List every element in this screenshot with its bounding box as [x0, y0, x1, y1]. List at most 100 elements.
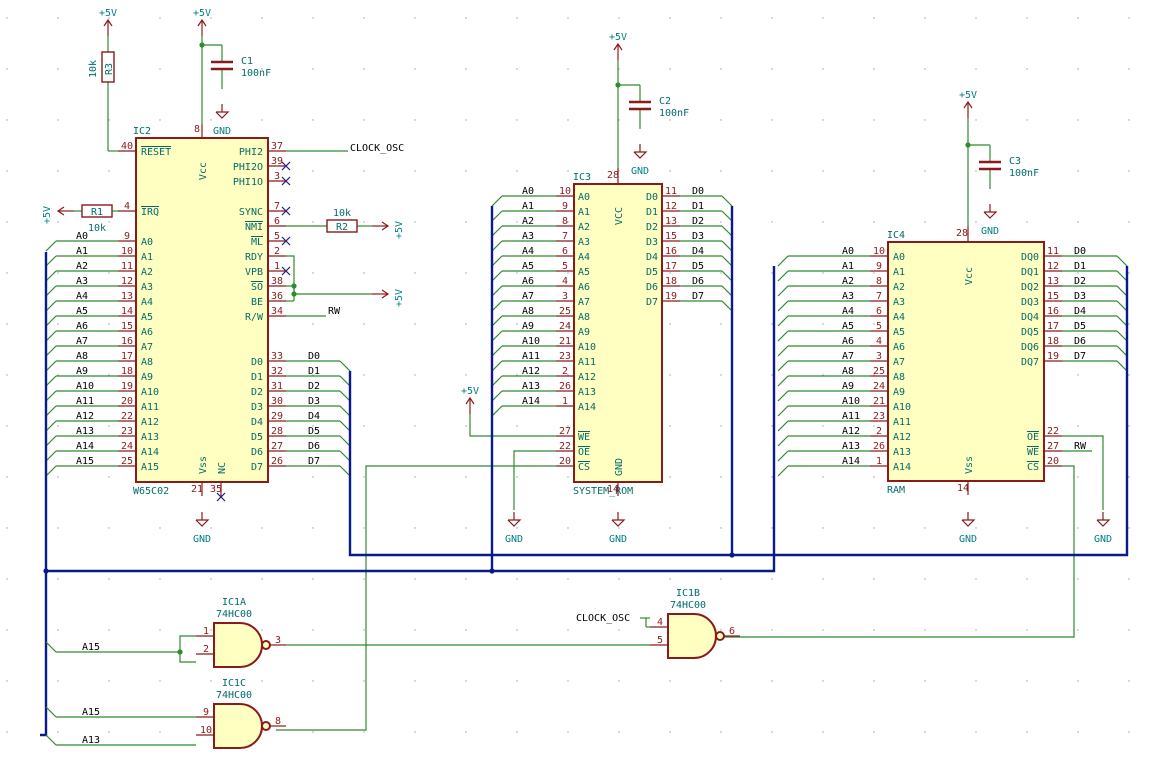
grid-dot	[312, 272, 314, 274]
grid-dot	[516, 119, 518, 121]
grid-dot	[567, 731, 569, 733]
ic2-pin-number: 11	[121, 261, 133, 272]
grid-dot	[363, 731, 365, 733]
bus-entry	[721, 285, 733, 297]
ic4-pin-name: A2	[893, 282, 905, 293]
ic2-pin-name: A10	[141, 387, 159, 398]
grid-dot	[159, 119, 161, 121]
ic4-pin-name: A12	[893, 432, 911, 443]
ic2-pin-name: PHI1O	[233, 177, 263, 188]
grid-dot	[618, 578, 620, 580]
ic3-pin-number: 19	[665, 291, 677, 302]
grid-dot	[975, 68, 977, 70]
grid-dot	[924, 119, 926, 121]
grid-dot	[516, 170, 518, 172]
net-label-data: D1	[1074, 261, 1086, 272]
bus-entry	[777, 285, 789, 297]
ic2-pin-name: A4	[141, 297, 153, 308]
grid-dot	[108, 476, 110, 478]
ic3-pin-name: A14	[578, 402, 596, 413]
grid-dot	[873, 527, 875, 529]
ic2-pin-number: 34	[271, 306, 283, 317]
ic2-pin-name: D3	[251, 402, 263, 413]
bus-entry	[45, 450, 57, 462]
grid-dot	[975, 221, 977, 223]
grid-dot	[6, 629, 8, 631]
bus-entry	[491, 195, 503, 207]
ic2-pin-number: 21	[191, 484, 203, 495]
ic3-pin-name: D1	[646, 207, 658, 218]
ic2-pin-number: 14	[121, 306, 133, 317]
grid-dot	[567, 578, 569, 580]
net-label-address: A10	[76, 381, 94, 392]
grid-dot	[975, 170, 977, 172]
net-label-rw: RW	[1074, 441, 1087, 452]
grid-dot	[1128, 629, 1130, 631]
gate-ic1c-ref: IC1C	[222, 678, 246, 689]
grid-dot	[108, 527, 110, 529]
ic4-pin-name: A8	[893, 372, 905, 383]
net-label-address: A11	[76, 396, 94, 407]
ic3-pin-number: 6	[562, 246, 568, 257]
net-label-data: D6	[308, 441, 320, 452]
grid-dot	[108, 323, 110, 325]
wire	[179, 635, 196, 663]
grid-dot	[873, 629, 875, 631]
net-label-address: A4	[842, 306, 854, 317]
net-label-data: D1	[692, 201, 704, 212]
grid-dot	[567, 119, 569, 121]
ground-symbol	[611, 519, 626, 527]
grid-dot	[567, 170, 569, 172]
grid-dot	[669, 170, 671, 172]
grid-dot	[108, 731, 110, 733]
ic3-pin-name: A10	[578, 342, 596, 353]
gate-ic1c-pin-number: 8	[275, 716, 281, 727]
bus-entry	[491, 315, 503, 327]
ic2-pin-name: VPB	[245, 267, 263, 278]
gate-ic1b-body	[667, 613, 717, 659]
gate-ic1a-pin-number: 3	[275, 635, 281, 646]
grid-dot	[975, 17, 977, 19]
grid-dot	[363, 323, 365, 325]
net-label-data: D3	[692, 231, 704, 242]
ic2-pin-name: A1	[141, 252, 153, 263]
bus-entry	[777, 465, 789, 477]
net-label-address: A15	[82, 642, 100, 653]
ic2-value: W65C02	[133, 486, 169, 497]
grid-dot	[669, 527, 671, 529]
ic3-pin-name: OE	[578, 447, 590, 458]
junction-dot	[199, 42, 205, 48]
ic4-pin-name: DQ3	[1021, 297, 1039, 308]
net-label-address: A15	[76, 456, 94, 467]
power-label: +5V	[394, 289, 405, 307]
grid-dot	[312, 476, 314, 478]
bus-entry	[777, 390, 789, 402]
grid-dot	[771, 578, 773, 580]
ic2-pin-name: A0	[141, 237, 153, 248]
ic2-pin-name: A14	[141, 447, 159, 458]
ic2-pin-number: 24	[121, 441, 133, 452]
grid-dot	[6, 374, 8, 376]
grid-dot	[567, 17, 569, 19]
ic2-pin-name: D4	[251, 417, 263, 428]
grid-dot	[414, 323, 416, 325]
bus-entry	[45, 300, 57, 312]
grid-dot	[210, 17, 212, 19]
ic3-pin-name: A9	[578, 327, 590, 338]
grid-dot	[57, 425, 59, 427]
net-label-address: A10	[522, 336, 540, 347]
ic2-pin-name: Vcc	[198, 162, 209, 180]
bus-entry	[777, 315, 789, 327]
grid-dot	[1128, 578, 1130, 580]
net-label-data: D5	[308, 426, 320, 437]
grid-dot	[516, 221, 518, 223]
grid-dot	[669, 731, 671, 733]
net-label-address: A12	[522, 366, 540, 377]
bus-entry	[491, 210, 503, 222]
ic4-pin-number: 2	[876, 426, 882, 437]
ic3-pin-number: 13	[665, 216, 677, 227]
net-label-clock: CLOCK_OSC	[576, 613, 630, 624]
ic4-pin-name: A9	[893, 387, 905, 398]
grid-dot	[1128, 476, 1130, 478]
grid-dot	[261, 17, 263, 19]
